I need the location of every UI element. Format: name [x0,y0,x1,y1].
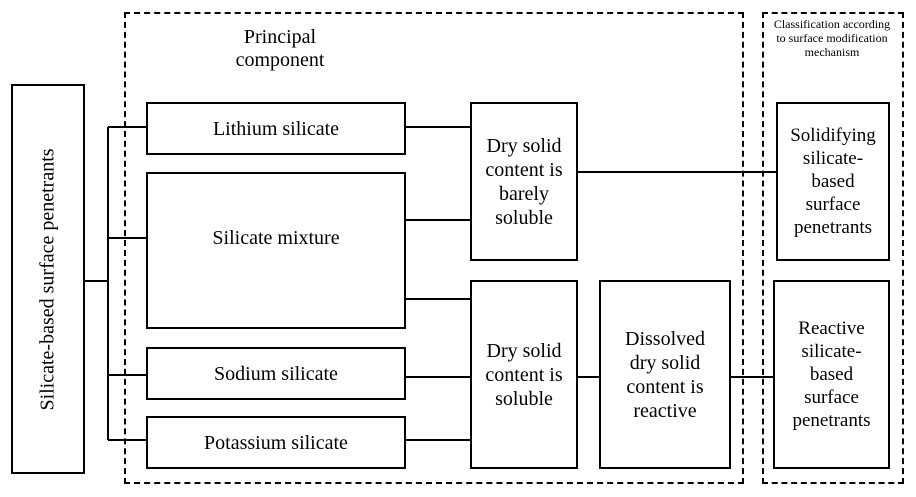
principal-component-group [124,12,744,484]
reactive-dissolved-label: Dissolved dry solid content is reactive [625,327,705,422]
potassium-silicate-box: Potassium silicate [146,416,406,469]
classification-title: Classification according to surface modi… [773,17,891,59]
sodium-silicate-box: Sodium silicate [146,347,406,400]
classification-group [762,12,904,484]
barely-soluble-box: Dry solid content is barely soluble [470,102,578,261]
reactive-dissolved-box: Dissolved dry solid content is reactive [599,280,731,469]
barely-soluble-label: Dry solid content is barely soluble [485,134,563,229]
solidifying-class-box: Solidifying silicate-based surface penet… [776,102,890,261]
reactive-class-label: Reactive silicate-based surface penetran… [792,318,871,431]
potassium-silicate-label: Potassium silicate [204,431,348,454]
principal-component-title: Principal component [235,26,325,71]
silicate-mixture-label: Silicate mixture [212,227,340,249]
solidifying-class-label: Solidifying silicate-based surface penet… [790,125,876,238]
soluble-label: Dry solid content is soluble [485,339,563,410]
lithium-silicate-label: Lithium silicate [212,117,340,140]
lithium-silicate-box: Lithium silicate [146,102,406,155]
soluble-box: Dry solid content is soluble [470,280,578,469]
root-box: Silicate-based surface penetrants [11,84,85,474]
reactive-class-box: Reactive silicate-based surface penetran… [773,280,890,469]
sodium-silicate-label: Sodium silicate [214,362,338,385]
silicate-mixture-box: Silicate mixture [146,172,406,329]
root-label: Silicate-based surface penetrants [36,147,59,411]
